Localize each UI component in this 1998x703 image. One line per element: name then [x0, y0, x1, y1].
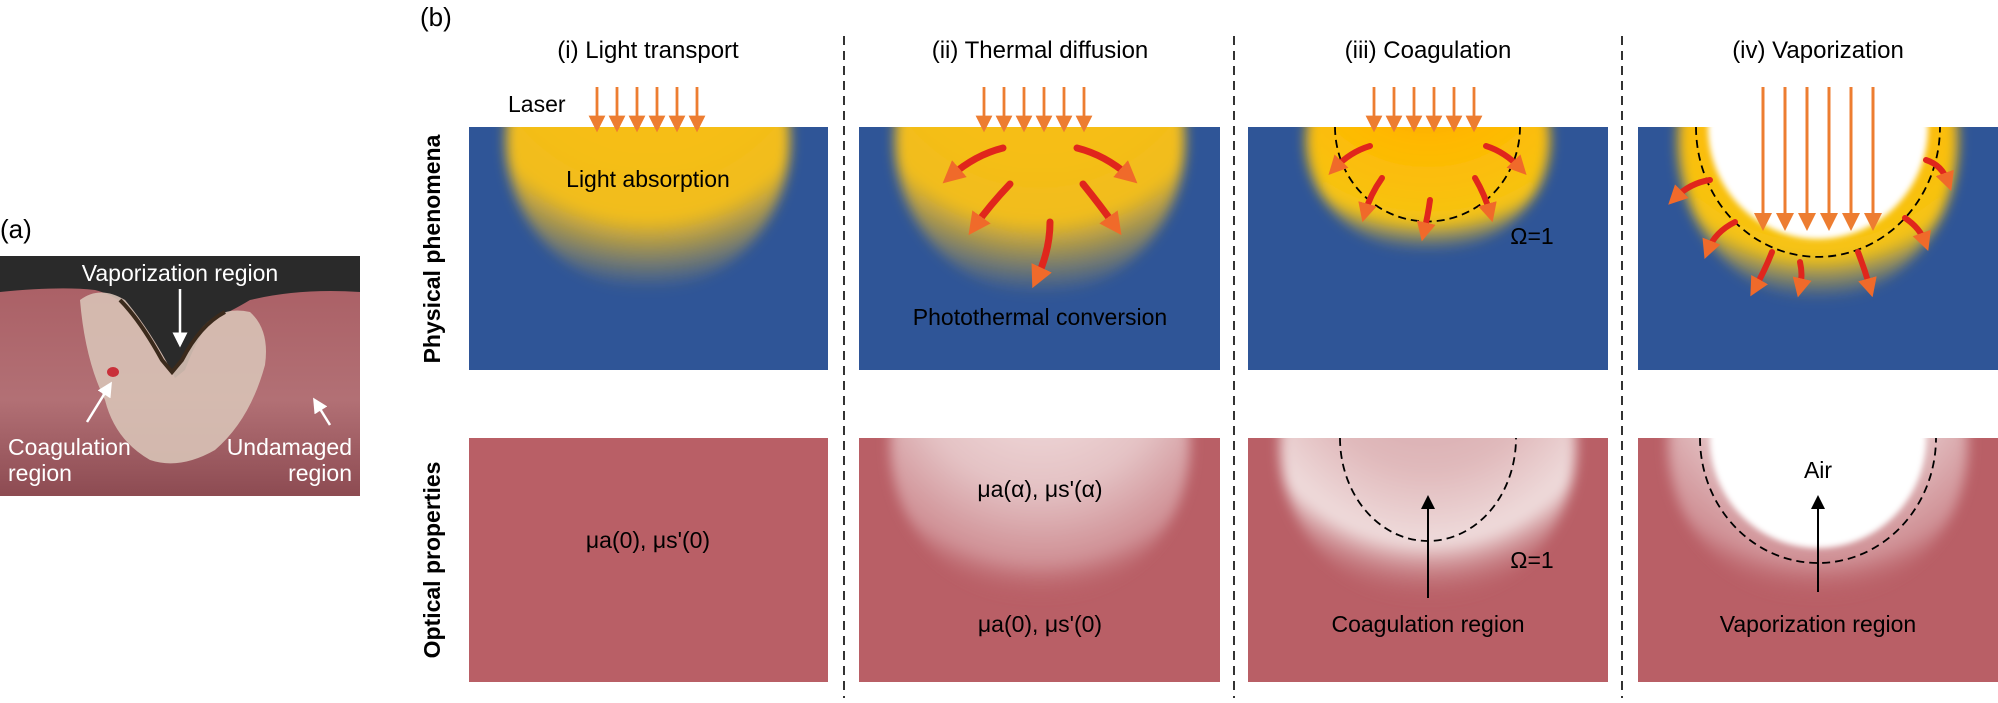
label-vaporization-region: Vaporization region [1720, 611, 1916, 637]
column-title-vaporization: (iv) Vaporization [1732, 37, 1904, 64]
photo-crater-edge [118, 298, 226, 376]
label-photothermal-conversion: Photothermal conversion [913, 304, 1167, 330]
optical-block-1 [469, 438, 828, 682]
photo-arrow-undamaged [313, 397, 332, 426]
heat-arrows-3 [1328, 143, 1527, 242]
vaporization-boundary-bottom [1699, 437, 1937, 564]
omega-label-top: Ω=1 [1510, 223, 1553, 249]
photo-blood-spot [107, 367, 119, 377]
laser-arrows-1 [588, 87, 706, 133]
laser-arrows-4 [1754, 87, 1882, 231]
vaporization-boundary-top [1695, 126, 1941, 258]
bottom-panel-coagulation: Ω=1 Coagulation region [1248, 437, 1608, 682]
row-label-physical: Physical phenomena [419, 134, 445, 363]
absorption-zone-1 [506, 127, 790, 290]
photo-label-undamaged-2: region [288, 460, 352, 486]
photo-label-coagulation-2: region [8, 460, 72, 486]
photo-label-undamaged-1: Undamaged [227, 434, 352, 460]
column-title-coagulation: (iii) Coagulation [1345, 37, 1512, 64]
label-laser: Laser [508, 91, 566, 117]
label-air: Air [1804, 457, 1832, 483]
panel-a-label: (a) [0, 214, 32, 244]
top-panel-thermal-diffusion: Photothermal conversion [859, 127, 1220, 370]
bottom-panel-thermal-diffusion: μa(α), μs'(α) μa(0), μs'(0) [859, 438, 1220, 682]
bottom-panel-light-transport: μa(0), μs'(0) [469, 438, 828, 682]
row-label-optical: Optical properties [419, 462, 445, 659]
heat-zone-2 [895, 127, 1185, 295]
laser-arrows-2 [975, 87, 1093, 133]
top-panel-coagulation: Ω=1 [1248, 126, 1608, 370]
photo-coagulated-zone [80, 292, 266, 464]
vaporized-cavity-bottom [1710, 438, 1926, 548]
top-panel-light-transport: Light absorption [469, 127, 828, 370]
label-coagulation-region: Coagulation region [1331, 611, 1524, 637]
heat-arrows-4 [1668, 157, 1954, 298]
panel-b-label: (b) [420, 2, 452, 32]
laser-arrows-3 [1365, 87, 1483, 133]
label-light-absorption: Light absorption [566, 166, 730, 192]
column-title-thermal-diffusion: (ii) Thermal diffusion [932, 37, 1149, 64]
omega-label-bottom: Ω=1 [1510, 547, 1553, 573]
photo-arrow-coagulation [85, 381, 112, 423]
column-title-light-transport: (i) Light transport [557, 37, 739, 64]
photo-label-vaporization: Vaporization region [82, 260, 278, 286]
optical-props-native-1: μa(0), μs'(0) [586, 527, 710, 553]
heated-optical-zone-2 [890, 438, 1190, 600]
optical-props-native-2: μa(0), μs'(0) [978, 611, 1102, 637]
heat-arrows-2 [942, 144, 1138, 289]
bottom-panel-vaporization: Air Vaporization region [1638, 437, 1998, 682]
optical-props-heated: μa(α), μs'(α) [977, 476, 1102, 502]
photo-label-coagulation-1: Coagulation [8, 434, 131, 460]
